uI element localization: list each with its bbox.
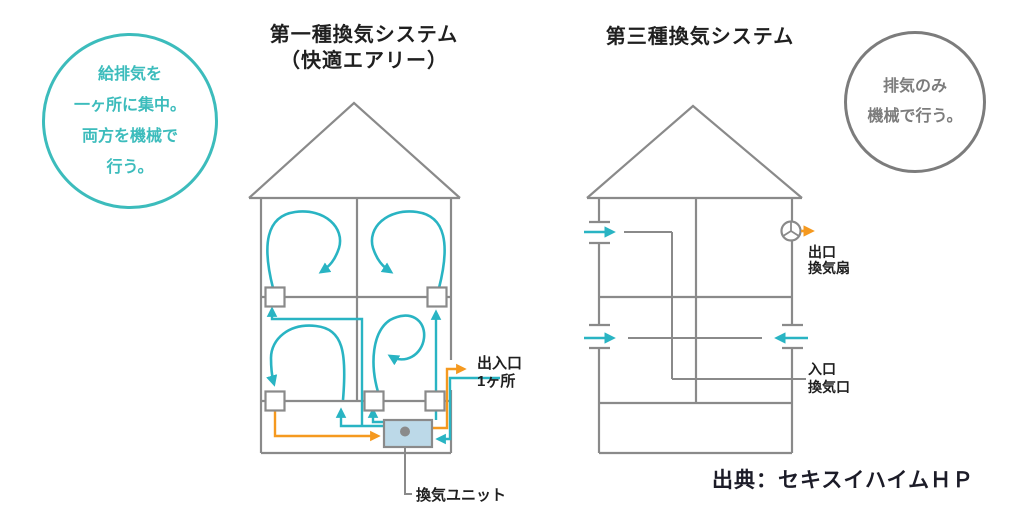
loop-upper-right-room — [370, 210, 446, 289]
label-outlet: 出口 — [808, 244, 836, 260]
vent-square — [424, 390, 446, 412]
system1-title-block: 第一種換気システム （快適エアリー） — [214, 22, 514, 74]
label-ventilation-unit: 換気ユニット — [416, 487, 507, 504]
ventilation-unit — [382, 418, 434, 495]
supply-riser-left — [266, 306, 364, 426]
vent-square — [426, 286, 448, 308]
house1-airflow-loops — [266, 210, 446, 401]
unit-motor-dot — [400, 426, 410, 437]
label-inlet: 入口 — [808, 361, 836, 377]
badge-line: 給排気を — [97, 66, 162, 83]
vent-square — [264, 286, 286, 308]
loop-lower-right-room — [372, 314, 426, 393]
badge-line: 排気のみ — [882, 78, 947, 95]
badge-line: 両方を機械で — [81, 128, 178, 145]
source-credit: 出典：セキスイハイムＨＰ — [712, 468, 975, 492]
system3-title: 第三種換気システム — [605, 26, 795, 48]
system1-subtitle: （快適エアリー） — [280, 50, 448, 72]
house2-duct-lines — [624, 231, 806, 380]
house1-structure — [248, 101, 461, 455]
exhaust-out-line — [432, 363, 467, 430]
vent-square — [264, 390, 286, 412]
badge-line: 機械で行う。 — [867, 108, 963, 125]
loop-upper-left-room — [266, 210, 342, 289]
house2-wall-vents — [589, 220, 803, 350]
house1-supply-ducts — [266, 306, 500, 445]
label-inlet-vent: 換気口 — [808, 379, 850, 395]
house1-vent-squares — [264, 286, 448, 412]
loop-lower-left-room — [266, 324, 346, 401]
house2-roof — [586, 104, 803, 199]
system3-title-block: 第三種換気システム — [550, 24, 850, 50]
house2-structure — [586, 104, 803, 455]
supply-arrow-floor-left — [335, 407, 384, 428]
exhaust-fan-icon — [780, 220, 802, 242]
return-line-left — [273, 411, 381, 442]
house1-return-ducts — [273, 363, 467, 442]
badge-type1-summary: 給排気を 一ヶ所に集中。 両方を機械で 行う。 — [42, 33, 218, 209]
unit-label-leader — [404, 447, 412, 495]
system1-title: 第一種換気システム — [269, 24, 459, 46]
badge-line: 行う。 — [106, 159, 154, 176]
badge-line: 一ヶ所に集中。 — [73, 97, 186, 114]
house1-roof — [248, 101, 461, 199]
label-exhaust-fan: 換気扇 — [808, 260, 850, 276]
vent-square — [363, 390, 385, 412]
label-inout: 出入口 — [477, 355, 523, 372]
badge-type3-summary: 排気のみ 機械で行う。 — [844, 31, 986, 173]
supply-arrow-center-vent — [367, 407, 384, 424]
label-one-place: 1ヶ所 — [477, 373, 516, 390]
house2-intake-arrows — [584, 226, 808, 344]
fresh-air-intake-line — [435, 376, 500, 445]
